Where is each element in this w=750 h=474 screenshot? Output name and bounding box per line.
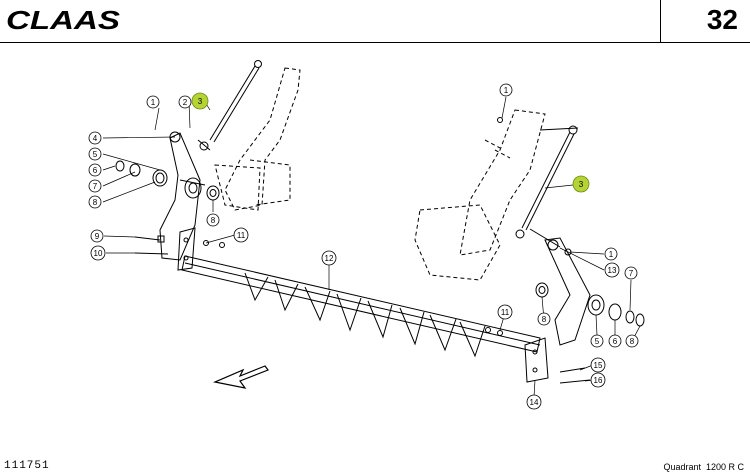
svg-text:4: 4 [93,134,98,143]
callout-5-left: 5 [88,147,102,161]
svg-text:6: 6 [613,337,618,346]
callout-7-left: 7 [88,179,102,193]
svg-text:9: 9 [95,232,100,241]
right-mount-plate [485,117,591,384]
callout-9: 9 [90,229,104,243]
callout-bubbles: 1 2 3 4 5 6 7 8 8 9 10 11 12 1 3 1 13 7 … [88,83,639,410]
svg-text:5: 5 [93,150,98,159]
callout-14: 14 [526,394,542,410]
callout-6-left: 6 [88,163,102,177]
drawing-number: 111751 [4,460,50,472]
callout-10: 10 [90,245,106,261]
callout-3-right-highlighted: 3 [572,175,590,193]
callout-8-left-a: 8 [88,195,102,209]
svg-text:15: 15 [594,361,603,370]
left-bearing-set [115,160,220,201]
svg-text:5: 5 [595,337,600,346]
callout-2: 2 [178,95,192,109]
callout-4: 4 [88,131,102,145]
claas-logo: CLAAS [6,5,121,34]
callout-1-left: 1 [146,95,160,109]
direction-arrow [212,365,269,389]
callout-1-right-b: 1 [604,247,618,261]
callout-11-left: 11 [233,227,249,243]
callout-6-right: 6 [608,334,622,348]
svg-text:7: 7 [93,182,98,191]
left-bolts [134,235,169,255]
callout-8-right-b: 8 [625,334,639,348]
callout-13: 13 [604,262,620,278]
leader-lines [102,96,641,398]
svg-text:3: 3 [198,97,203,106]
svg-text:8: 8 [630,337,635,346]
svg-text:8: 8 [211,216,216,225]
svg-text:12: 12 [325,254,334,263]
callout-15: 15 [590,357,606,373]
exploded-view-drawing: 1 2 3 4 5 6 7 8 8 9 10 11 12 1 3 1 13 7 … [88,60,645,410]
left-frame-outline [214,67,301,211]
callout-8-left-b: 8 [206,213,220,227]
svg-text:14: 14 [530,398,539,407]
svg-text:1: 1 [151,98,156,107]
callout-3-left-highlighted: 3 [191,92,209,110]
svg-text:1: 1 [609,250,614,259]
svg-text:10: 10 [94,249,103,258]
header-divider [0,42,660,43]
svg-text:3: 3 [579,180,584,189]
svg-text:6: 6 [93,166,98,175]
model-name: Quadrant 1200 R C [663,462,744,472]
knife-bar [181,255,541,353]
svg-text:16: 16 [594,376,603,385]
callout-5-right: 5 [590,334,604,348]
right-crank-arm [544,237,591,346]
callout-7-right: 7 [624,266,638,280]
knife-blades [244,272,486,358]
svg-text:8: 8 [542,315,547,324]
callout-16: 16 [590,372,606,388]
page-number: 32 [706,4,738,35]
page-number-underline [660,42,750,43]
svg-text:11: 11 [501,308,510,317]
page-number-divider [660,0,661,42]
svg-text:13: 13 [608,266,617,275]
svg-text:8: 8 [93,198,98,207]
svg-text:1: 1 [504,86,509,95]
callout-1-right: 1 [499,83,513,97]
right-bearing-set [535,282,645,327]
svg-text:2: 2 [183,98,188,107]
callout-11-right: 11 [497,304,513,320]
callout-8-right-a: 8 [537,312,551,326]
right-tie-rod [515,125,579,239]
left-tie-rod [197,60,262,151]
svg-text:CLAAS: CLAAS [6,5,121,34]
callout-12: 12 [321,250,337,266]
left-mount-plate [177,227,225,271]
svg-text:7: 7 [629,269,634,278]
right-frame-outline [414,109,546,281]
svg-text:11: 11 [237,231,246,240]
